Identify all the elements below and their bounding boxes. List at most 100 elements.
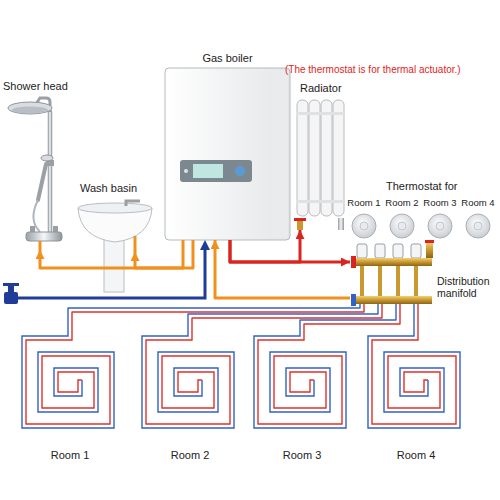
room-name: Room 2 — [385, 198, 418, 209]
distribution-manifold-illustration — [351, 294, 356, 306]
floor-heating-pipe-pair — [413, 304, 414, 332]
floor-heating-loops — [22, 332, 114, 428]
cold-water-inlet — [8, 286, 14, 292]
cold-water-inlet — [3, 240, 210, 304]
room-name: Room 4 — [461, 198, 494, 209]
radiator-illustration — [296, 200, 345, 203]
shower-illustration — [38, 164, 46, 200]
floor-heating-pipe-pair — [192, 304, 382, 332]
radiator-illustration — [294, 100, 345, 230]
heating-return-pipe — [215, 240, 350, 298]
shower-illustration — [48, 110, 52, 238]
cold-water-inlet — [4, 292, 18, 304]
room-name: Room 2 — [171, 449, 210, 462]
room-name: Room 4 — [397, 449, 436, 462]
heating-return-pipe — [215, 240, 350, 298]
floor-heating-loops — [254, 332, 346, 428]
radiator-illustration — [294, 218, 306, 221]
heating-supply-pipe — [230, 240, 350, 262]
thermostat-illustration — [352, 214, 376, 238]
shower-illustration — [53, 226, 58, 232]
cold-water-inlet — [18, 248, 205, 298]
thermostat: Room 2 — [384, 198, 420, 240]
distribution-manifold-illustration — [396, 266, 400, 296]
distribution-manifold-illustration — [414, 266, 418, 296]
wash-basin-illustration — [104, 238, 124, 292]
note-text: (The thermostat is for thermal actuator.… — [285, 64, 461, 76]
distribution-manifold-illustration — [426, 242, 433, 258]
thermostat-illustration — [398, 222, 406, 230]
distribution-manifold-illustration — [352, 258, 432, 266]
wash-basin-illustration — [126, 201, 140, 206]
part-name: Shower head — [3, 80, 68, 93]
thermostat: Room 1 — [346, 198, 382, 240]
shower-illustration — [26, 232, 62, 241]
cold-water-inlet — [3, 283, 19, 286]
shower-head: Shower head — [2, 78, 72, 250]
part-name: Radiator — [300, 82, 342, 95]
hot-water-pipe — [40, 240, 183, 268]
distribution-manifold-illustration — [351, 240, 434, 306]
distribution-manifold-illustration — [357, 244, 367, 258]
room-name: Room 3 — [283, 449, 322, 462]
floor-heating-loop: Room 2 — [135, 332, 245, 462]
floor-heating-pipe-pair — [300, 304, 400, 332]
floor-heating-loop: Room 3 — [247, 332, 357, 462]
thermostat: Room 4 — [460, 198, 496, 240]
part-name: Distribution manifold — [437, 275, 495, 299]
part-name: Wash basin — [80, 182, 137, 195]
gas-boiler-illustration — [272, 70, 288, 238]
shower-illustration — [39, 241, 42, 250]
group-heading: Thermostat for — [386, 180, 458, 193]
gas-boiler-illustration — [165, 68, 290, 240]
hot-water-pipe — [135, 240, 193, 268]
floor-heating-loops — [22, 332, 460, 428]
thermostat-illustration — [428, 214, 452, 238]
heating-supply-pipe — [230, 240, 350, 262]
heating-supply-pipe — [230, 230, 300, 262]
distribution-manifold-illustration — [411, 244, 421, 258]
shower-illustration — [8, 98, 62, 250]
thermostat-illustration — [474, 222, 482, 230]
hot-water-pipe — [40, 240, 183, 268]
gas-boiler-illustration — [165, 68, 290, 240]
radiator-illustration — [333, 100, 344, 216]
thermostat-illustration — [360, 222, 368, 230]
part-name: Gas boiler — [202, 52, 252, 65]
distribution-manifold-illustration — [352, 296, 432, 304]
cold-water-inlet — [200, 240, 210, 250]
room-name: Room 1 — [51, 449, 90, 462]
heating-supply-pipe — [230, 230, 300, 262]
distribution-manifold-illustration — [351, 256, 356, 268]
gas-boiler-illustration — [193, 164, 223, 178]
thermostat-illustration — [466, 214, 490, 238]
floor-heating-pipe-pair — [304, 304, 400, 332]
room-name: Room 3 — [423, 198, 456, 209]
wash-basin-illustration — [78, 203, 152, 213]
shower-illustration — [8, 102, 52, 114]
radiator-illustration — [297, 100, 308, 216]
floor-heating-pipe-pair — [414, 304, 418, 332]
gas-boiler-illustration — [184, 169, 188, 173]
distribution-manifold-illustration — [425, 240, 434, 243]
radiator: Radiator — [292, 80, 350, 230]
gas-boiler: Gas boiler — [165, 50, 290, 240]
thermostat-illustration — [436, 222, 444, 230]
distribution-manifold-illustration — [393, 244, 403, 258]
thermostat-illustration — [352, 214, 490, 238]
floor-heating-pipe-pair — [188, 304, 382, 332]
radiator-illustration — [296, 112, 345, 115]
floor-heating-loops — [368, 332, 460, 428]
floor-heating-loops — [142, 332, 234, 428]
distribution-manifold-illustration — [375, 244, 385, 258]
floor-heating-loop: Room 4 — [361, 332, 471, 462]
wash-basin-illustration — [134, 236, 137, 252]
gas-boiler-illustration — [180, 160, 252, 182]
wash-basin-illustration — [78, 201, 152, 292]
floor-heating-pipe-pair — [300, 304, 396, 332]
distribution-manifold-illustration — [378, 266, 382, 296]
shower-illustration — [30, 226, 35, 232]
shower-illustration — [12, 107, 48, 114]
